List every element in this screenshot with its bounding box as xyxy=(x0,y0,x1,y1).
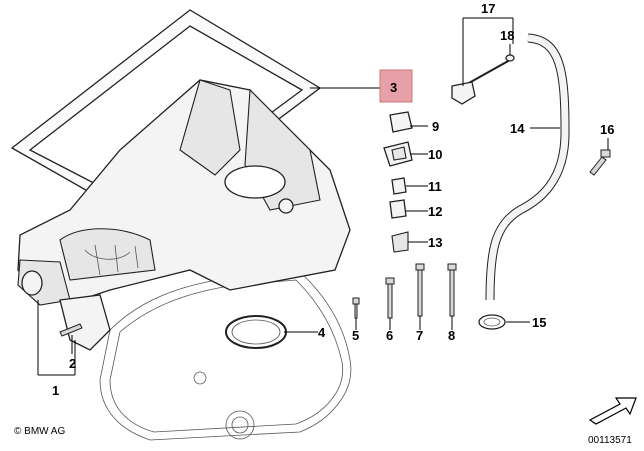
label-part-1[interactable]: 1 xyxy=(52,383,59,398)
leader-lines xyxy=(37,17,609,376)
direction-arrow-icon xyxy=(588,397,637,425)
label-part-10[interactable]: 10 xyxy=(428,147,442,162)
clip-part[interactable] xyxy=(389,199,407,219)
cover-part[interactable] xyxy=(391,231,409,253)
bolt-6[interactable] xyxy=(385,277,395,319)
label-part-7[interactable]: 7 xyxy=(416,328,423,343)
bolt-7[interactable] xyxy=(415,263,425,317)
label-part-5[interactable]: 5 xyxy=(352,328,359,343)
label-part-9[interactable]: 9 xyxy=(432,119,439,134)
label-part-4[interactable]: 4 xyxy=(318,325,326,340)
sealing-ring[interactable] xyxy=(225,315,287,349)
bolt-8[interactable] xyxy=(447,263,457,317)
dipstick-o-ring[interactable] xyxy=(505,54,515,62)
oil-pan-lower-outline xyxy=(99,271,352,441)
rubber-buffer-part[interactable] xyxy=(389,111,413,133)
label-part-12[interactable]: 12 xyxy=(428,204,442,219)
label-part-18[interactable]: 18 xyxy=(500,28,514,43)
label-part-17[interactable]: 17 xyxy=(481,1,495,16)
dipstick-guide-tube[interactable] xyxy=(485,33,570,301)
label-part-8[interactable]: 8 xyxy=(448,328,455,343)
label-part-14[interactable]: 14 xyxy=(510,121,525,136)
highlight-box-part-3 xyxy=(379,69,413,103)
label-part-16[interactable]: 16 xyxy=(600,122,614,137)
bolt-5[interactable] xyxy=(352,297,360,319)
copyright-text: © BMW AG xyxy=(14,426,65,437)
label-part-3[interactable]: 3 xyxy=(390,80,397,95)
pin-part[interactable] xyxy=(59,323,83,337)
bolt-16[interactable] xyxy=(589,149,611,176)
oil-pan-upper[interactable] xyxy=(17,79,351,351)
tube-sealing-ring[interactable] xyxy=(478,314,506,330)
bracket-part[interactable] xyxy=(383,141,413,167)
label-part-2[interactable]: 2 xyxy=(69,356,76,371)
image-number: 00113571 xyxy=(588,435,632,446)
label-part-15[interactable]: 15 xyxy=(532,315,546,330)
dipstick[interactable] xyxy=(451,59,511,105)
label-part-6[interactable]: 6 xyxy=(386,328,393,343)
label-part-13[interactable]: 13 xyxy=(428,235,442,250)
grommet-part[interactable] xyxy=(391,177,407,195)
label-part-11[interactable]: 11 xyxy=(428,179,442,194)
